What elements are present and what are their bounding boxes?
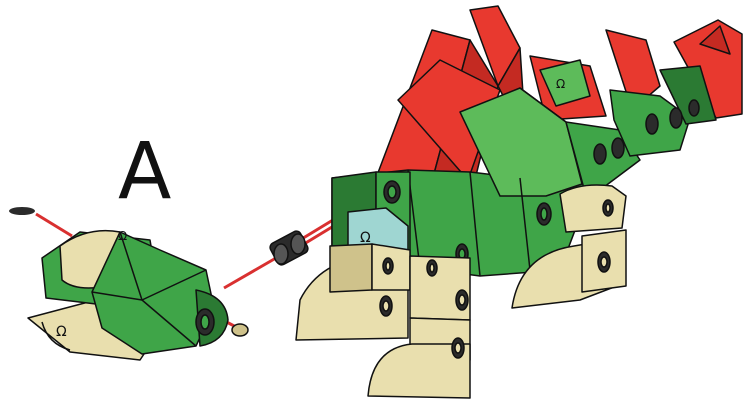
svg-text:Ω: Ω bbox=[56, 324, 67, 340]
svg-text:Ω: Ω bbox=[118, 229, 127, 243]
svg-text:Ω: Ω bbox=[556, 77, 565, 91]
step-label: A bbox=[118, 127, 171, 217]
body-assembly: Ω Ω bbox=[295, 5, 743, 399]
pin-head-icon bbox=[231, 323, 249, 337]
connector-peg-icon bbox=[269, 230, 309, 266]
head-assembly: Ω Ω bbox=[27, 229, 229, 361]
svg-text:Ω: Ω bbox=[360, 230, 371, 246]
pin-left-icon bbox=[9, 207, 35, 215]
